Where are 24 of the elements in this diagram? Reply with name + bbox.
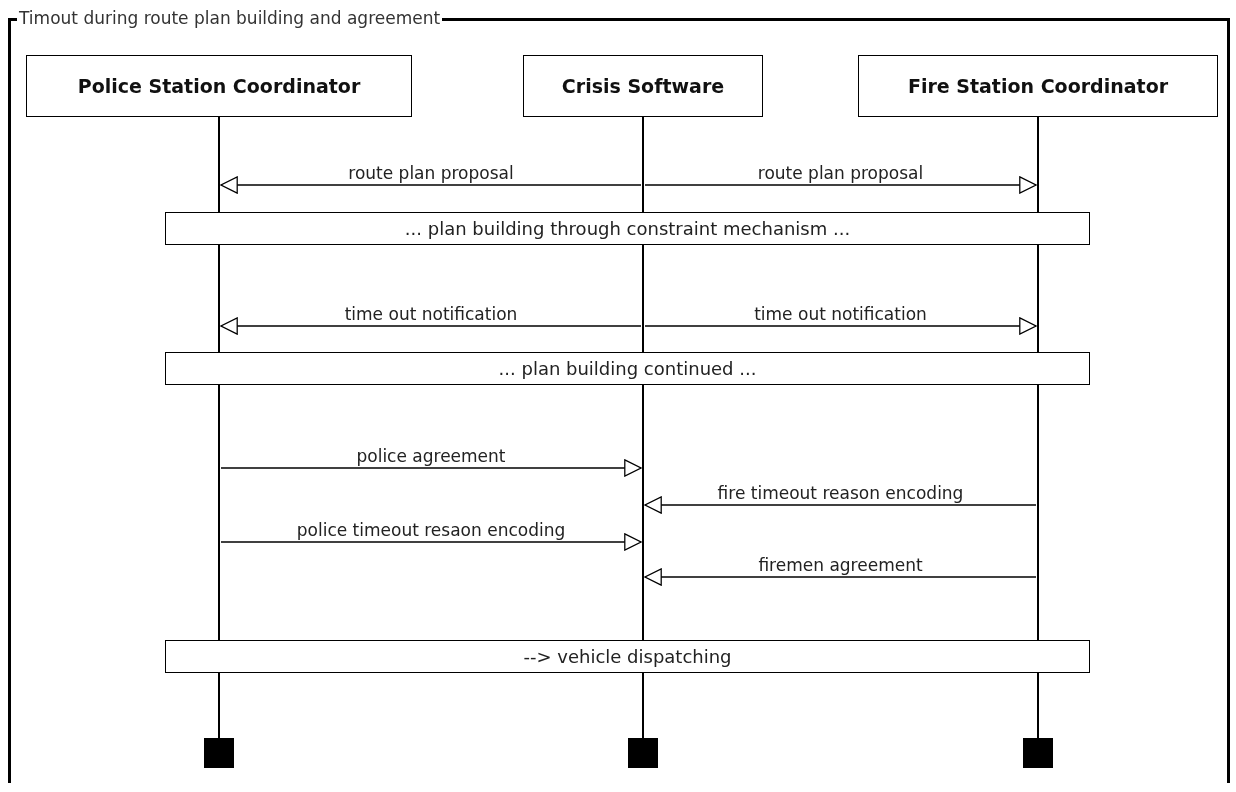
message-arrow: [220, 317, 642, 335]
message-arrow: [644, 317, 1037, 335]
message-arrow: [220, 459, 642, 477]
lifeline-end-block: [204, 738, 234, 768]
interaction-bar: ... plan building continued ...: [165, 352, 1090, 385]
edge-label: firemen agreement: [758, 556, 923, 575]
message-arrow: [220, 533, 642, 551]
edge-label: route plan proposal: [757, 164, 924, 183]
message-arrow: [220, 176, 642, 194]
interaction-bar: ... plan building through constraint mechanism ...: [165, 212, 1090, 245]
lifeline-end-block: [1023, 738, 1053, 768]
message-arrow: [644, 176, 1037, 194]
edge-label: fire timeout reason encoding: [717, 484, 964, 503]
lifeline-head: Police Station Coordinator: [26, 55, 412, 117]
interaction-bar: --> vehicle dispatching: [165, 640, 1090, 673]
edge-label: police timeout resaon encoding: [296, 521, 566, 540]
lifeline-head: Fire Station Coordinator: [858, 55, 1218, 117]
edge-label: route plan proposal: [348, 164, 514, 183]
message-arrow: [644, 496, 1037, 514]
frame-title: Timout during route plan building and agreement: [17, 8, 443, 28]
edge-label: police agreement: [356, 447, 506, 466]
lifeline-end-block: [628, 738, 658, 768]
message-arrow: [644, 568, 1037, 586]
lifeline-head: Crisis Software: [523, 55, 763, 117]
